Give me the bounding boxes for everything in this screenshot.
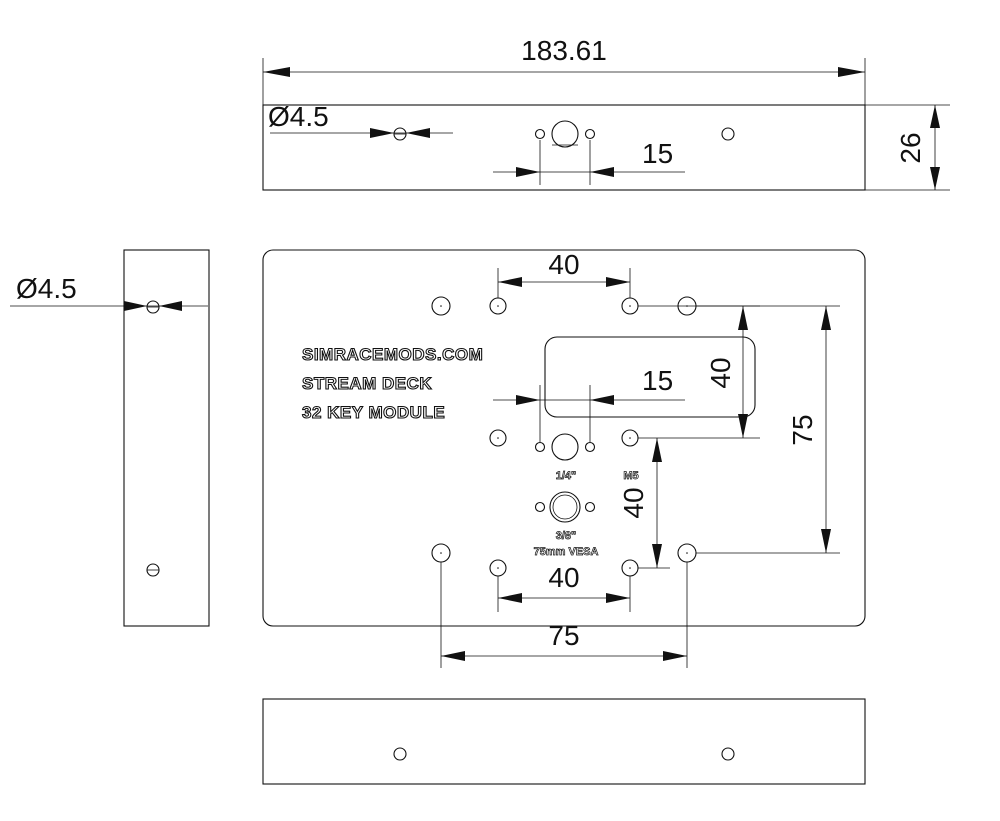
- overall-width-label: 183.61: [521, 35, 607, 66]
- engraving-line2: STREAM DECK: [302, 374, 432, 393]
- front-vertical-40-label: 40: [618, 487, 649, 518]
- label-three-eighths: 3/8": [556, 530, 577, 542]
- bottom-hole-left: [393, 747, 407, 761]
- engraving-line3: 32 KEY MODULE: [302, 403, 445, 422]
- front-hole-3-8-small-left: [534, 501, 546, 513]
- top-hole-small-right: [584, 128, 596, 140]
- top-view-outline: [262, 104, 866, 191]
- front-view: SIMRACEMODS.COM STREAM DECK 32 KEY MODUL…: [262, 249, 866, 668]
- bottom-hole-right: [721, 747, 735, 761]
- front-hole-quarter-small-left: [534, 441, 546, 453]
- label-m5: M5: [623, 470, 638, 482]
- front-horizontal-75-label: 75: [548, 620, 579, 651]
- side-view: Ø4.5: [10, 249, 210, 627]
- bottom-view: [262, 698, 866, 785]
- front-hole-3-8-small-right: [584, 501, 596, 513]
- top-hole-small-left: [534, 128, 546, 140]
- front-slot-40-label: 40: [705, 357, 736, 388]
- front-vertical-75-label: 75: [787, 414, 818, 445]
- label-vesa: 75mm VESA: [534, 546, 599, 558]
- height-label: 26: [895, 132, 926, 163]
- front-mid-15-label: 15: [642, 365, 673, 396]
- front-view-outline: [262, 249, 866, 627]
- front-hole-quarter-small-right: [584, 441, 596, 453]
- engraving-line1: SIMRACEMODS.COM: [302, 345, 483, 364]
- hole-dia-side-label: Ø4.5: [16, 273, 77, 304]
- front-hole-three-eighths: [549, 491, 581, 523]
- front-hole-quarter-inch: [551, 433, 579, 461]
- side-view-outline: [123, 249, 210, 627]
- front-spacing-40-top-label: 40: [548, 249, 579, 280]
- top-view: 183.61 26 Ø4.5 15: [262, 35, 950, 191]
- bottom-view-outline: [262, 698, 866, 785]
- front-slot: [544, 336, 756, 418]
- top-hole-spacing-label: 15: [642, 138, 673, 169]
- label-quarter-inch: 1/4": [556, 470, 577, 482]
- front-spacing-40-bottom-label: 40: [548, 562, 579, 593]
- hole-dia-top-label: Ø4.5: [268, 101, 329, 132]
- top-hole-right: [721, 127, 735, 141]
- top-hole-center: [551, 120, 579, 148]
